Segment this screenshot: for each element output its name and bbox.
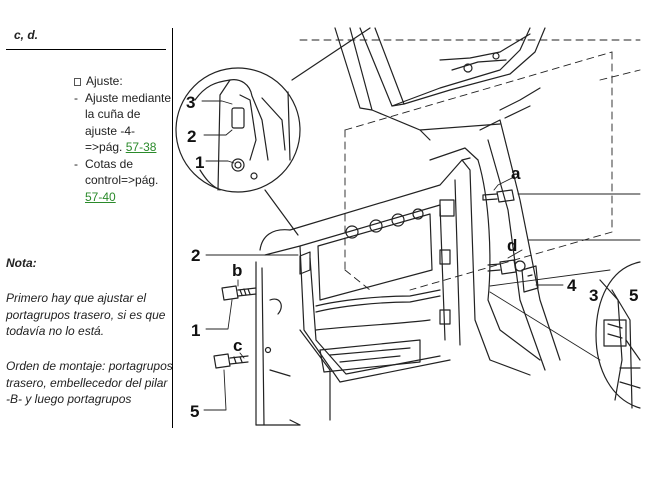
- bolt-b: [221, 285, 257, 301]
- section-heading: c, d.: [14, 28, 39, 42]
- page-link[interactable]: 57-38: [125, 140, 157, 154]
- list-bullet: -: [74, 156, 78, 171]
- bolt-c: [213, 353, 249, 369]
- pillar: [479, 119, 561, 371]
- note-heading: Nota:: [6, 256, 37, 270]
- list-bullet: -: [74, 90, 78, 105]
- leader-lines: [201, 100, 641, 411]
- label-inset-3: 3: [186, 93, 195, 112]
- adjustment-list: Ajuste: - Ajuste mediante la cuña de aju…: [74, 73, 174, 205]
- window-frame: [334, 27, 546, 141]
- label-a: a: [511, 164, 521, 183]
- label-4: 4: [567, 276, 577, 295]
- list-item: - Ajuste mediante la cuña de ajuste -4- …: [74, 90, 174, 156]
- projection-lines: [299, 39, 641, 291]
- label-c: c: [233, 336, 242, 355]
- label-inset2-3: 3: [589, 286, 598, 305]
- note-text: Primero hay que ajustar el portagrupos t…: [6, 291, 166, 338]
- label-d: d: [507, 236, 517, 255]
- door-frame: [255, 147, 541, 426]
- bolt-d: [487, 259, 526, 275]
- label-5: 5: [190, 402, 199, 421]
- regulator-cable: [315, 289, 441, 373]
- list-item: - Cotas de control=>pág. 57-40: [74, 156, 174, 206]
- label-inset-2: 2: [187, 127, 196, 146]
- bolt-a: [482, 189, 515, 203]
- page-link[interactable]: 57-40: [85, 189, 116, 204]
- label-main-1: 1: [191, 321, 200, 340]
- ajuste-title: Ajuste:: [74, 73, 174, 90]
- assembly-order-text: Orden de montaje: portagrupos trasero, e…: [6, 359, 173, 406]
- heading-divider: [6, 49, 166, 50]
- label-inset-1: 1: [195, 153, 204, 172]
- inset-detail-circle-2: [595, 261, 641, 409]
- window-panel: [299, 199, 455, 325]
- label-main-2: 2: [191, 246, 200, 265]
- label-b: b: [232, 261, 242, 280]
- column-divider: [172, 28, 173, 428]
- list-item-text: Cotas de control=>pág.: [85, 156, 159, 188]
- ajuste-title-text: Ajuste:: [86, 74, 123, 88]
- inset-detail-circle-1: [175, 27, 371, 236]
- list-item-text: Ajuste mediante la cuña de ajuste -4- =>…: [85, 90, 172, 155]
- checkbox-icon: [74, 78, 81, 86]
- door-assembly-diagram: 3 2 1 a d 4 2 b 1 c 5 3 5: [175, 27, 641, 426]
- instruction-sidebar: c, d. Ajuste: - Ajuste mediante la cuña …: [0, 0, 174, 430]
- label-inset2-5: 5: [629, 286, 638, 305]
- wedge-4: [521, 265, 539, 293]
